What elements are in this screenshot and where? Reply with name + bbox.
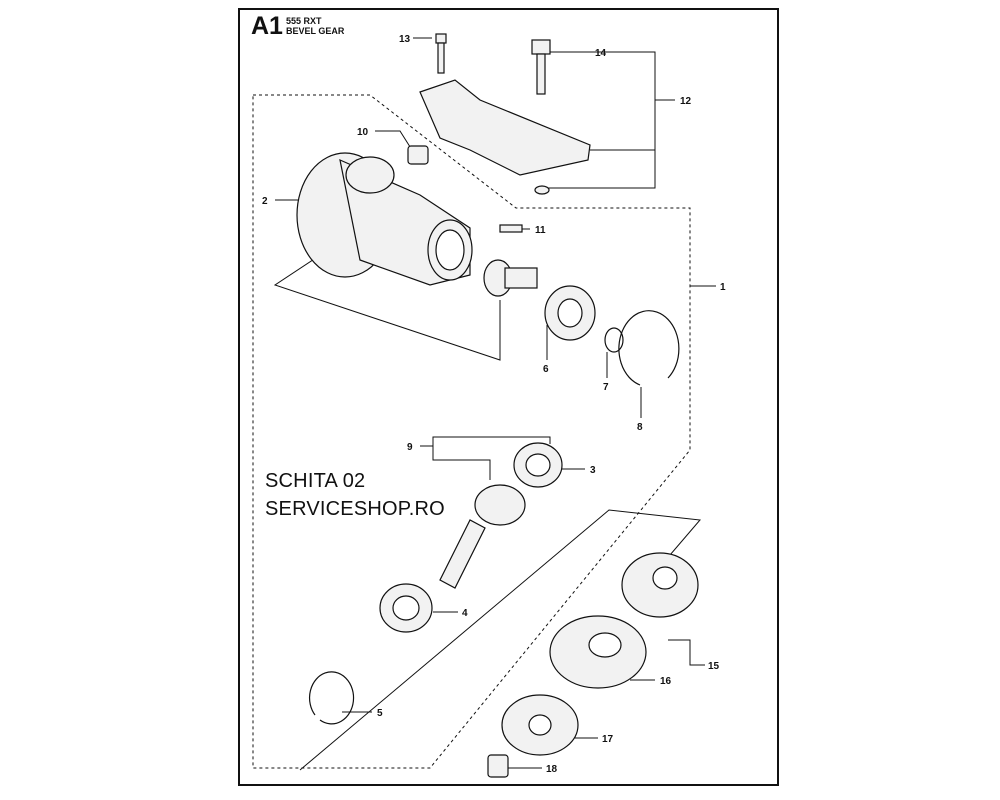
callout-6: 6 — [543, 364, 549, 375]
bearing-3 — [513, 442, 563, 488]
flange-17 — [501, 694, 579, 756]
flange-15 — [621, 552, 699, 618]
ring-7 — [604, 327, 624, 353]
callout-1: 1 — [720, 282, 726, 293]
plug-10 — [407, 145, 429, 165]
callout-9: 9 — [407, 442, 413, 453]
callout-13: 13 — [399, 34, 411, 45]
section-name: BEVEL GEAR — [286, 26, 345, 36]
diagram-code: A1 — [251, 12, 283, 40]
assembly-outline — [252, 94, 691, 769]
callout-18: 18 — [546, 764, 558, 775]
callout-16: 16 — [660, 676, 672, 687]
callout-15: 15 — [708, 661, 720, 672]
callout-5: 5 — [377, 708, 383, 719]
callout-4: 4 — [462, 608, 468, 619]
callout-3: 3 — [590, 465, 596, 476]
circlip-8 — [618, 310, 680, 386]
screw-11 — [499, 224, 523, 233]
washer-16 — [549, 615, 647, 689]
bearing-6 — [544, 285, 596, 341]
callout-11: 11 — [535, 225, 546, 236]
bearing-4 — [379, 583, 433, 633]
nut-18 — [487, 754, 509, 778]
model-name: 555 RXT — [286, 16, 322, 26]
leader-2b — [273, 239, 501, 361]
leader-15b — [668, 639, 705, 666]
leader-12b — [548, 149, 656, 189]
callout-14: 14 — [595, 48, 607, 59]
watermark-line-2: SERVICESHOP.RO — [265, 498, 445, 520]
gear-housing-2 — [296, 152, 473, 286]
callout-7: 7 — [603, 382, 609, 393]
clamp-12 — [419, 79, 591, 176]
bevel-gear-shaft — [439, 484, 526, 589]
drawing-frame — [238, 8, 779, 786]
screw-14 — [531, 39, 551, 95]
pinion-gear — [483, 259, 538, 297]
callout-17: 17 — [602, 734, 614, 745]
leader-12 — [560, 51, 675, 101]
watermark-line-1: SCHITA 02 — [265, 470, 366, 492]
callout-2: 2 — [262, 196, 268, 207]
callout-10: 10 — [357, 127, 369, 138]
callout-8: 8 — [637, 422, 643, 433]
callout-12: 12 — [680, 96, 692, 107]
diagram-title: 555 RXT BEVEL GEAR — [286, 16, 344, 36]
leader-9 — [420, 436, 551, 447]
leader-9b — [432, 446, 491, 480]
screw-13 — [435, 33, 447, 74]
leader-10 — [375, 130, 413, 151]
circlip-5 — [309, 671, 355, 725]
